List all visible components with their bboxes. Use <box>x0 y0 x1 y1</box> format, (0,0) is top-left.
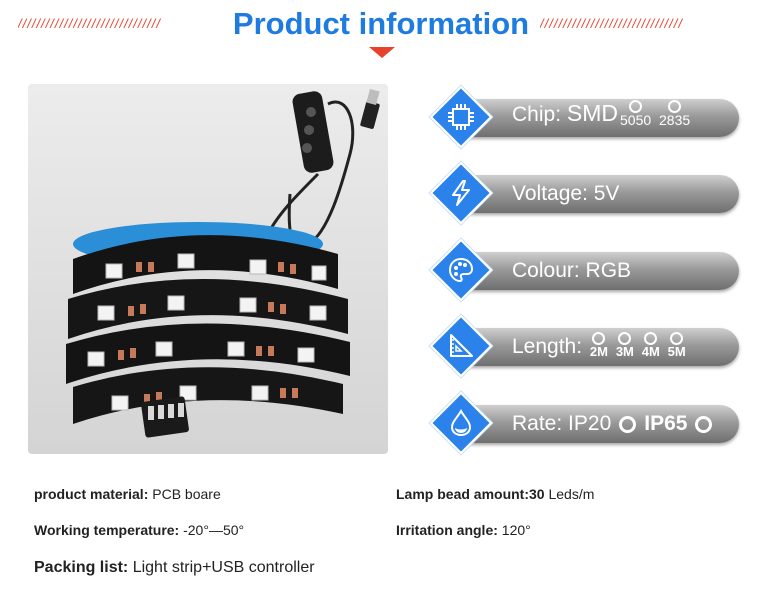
spec-voltage: Voltage: 5V <box>428 160 743 226</box>
spec-bar <box>456 252 739 290</box>
temp-label: Working temperature: <box>34 522 180 538</box>
spec-rate-text: Rate: IP20 IP65 <box>512 412 720 436</box>
spec-colour-label: Colour: <box>512 259 580 282</box>
spec-voltage-value: 5V <box>593 182 620 205</box>
spec-bar <box>456 175 739 213</box>
header-decoration-left: /////////////////////////////// <box>18 16 161 31</box>
spec-rate-label: Rate: <box>512 412 563 435</box>
material-label: product material: <box>34 486 149 502</box>
packing-label: Packing list: <box>34 559 129 576</box>
material-value: PCB boare <box>152 486 221 502</box>
angle-value: 120° <box>501 522 531 538</box>
water-drop-icon <box>432 394 490 452</box>
option-circle <box>695 415 713 433</box>
palette-icon <box>432 241 490 299</box>
option-ip20: IP20 <box>568 412 612 435</box>
option-3m: 3M <box>616 332 634 359</box>
spec-voltage-label: Voltage: <box>512 182 588 205</box>
page-title: Product information <box>232 6 530 41</box>
spec-chip-label: Chip: <box>512 103 562 126</box>
lamp-count: 30 <box>529 486 545 502</box>
packing-value: Light strip+USB controller <box>132 559 315 576</box>
spec-voltage-text: Voltage: 5V <box>512 182 619 206</box>
spec-colour-text: Colour: RGB <box>512 259 631 283</box>
spec-bar <box>456 99 739 137</box>
angle-label: Irritation angle: <box>396 522 498 538</box>
option-2835: 2835 <box>659 100 690 127</box>
product-photo <box>28 84 388 454</box>
option-4m: 4M <box>642 332 660 359</box>
info-angle: Irritation angle: 120° <box>396 522 531 538</box>
lamp-unit: Leds/m <box>548 486 595 502</box>
info-lamp-beads: Lamp bead amount:30 Leds/m <box>396 486 594 502</box>
lightning-icon <box>432 164 490 222</box>
spec-length-text: Length: 2M 3M 4M 5M <box>512 332 686 359</box>
spec-chip-prefix: SMD <box>566 100 618 126</box>
spec-colour: Colour: RGB <box>428 237 743 303</box>
chip-icon <box>432 88 490 146</box>
ruler-triangle-icon <box>432 317 490 375</box>
spec-rate: Rate: IP20 IP65 <box>428 390 743 456</box>
info-temperature: Working temperature: -20°—50° <box>34 522 244 538</box>
title-arrow-icon <box>369 47 395 58</box>
temp-value: -20°—50° <box>183 522 245 538</box>
led-strip-illustration <box>28 84 388 454</box>
lamp-label: Lamp bead amount: <box>396 486 530 502</box>
header-decoration-right: /////////////////////////////// <box>540 16 683 31</box>
option-ip65: IP65 <box>644 412 688 435</box>
option-5m: 5M <box>668 332 686 359</box>
spec-colour-value: RGB <box>585 259 632 282</box>
info-material: product material: PCB boare <box>34 486 221 502</box>
option-circle <box>619 415 637 433</box>
info-packing: Packing list: Light strip+USB controller <box>34 559 315 577</box>
spec-length: Length: 2M 3M 4M 5M <box>428 313 743 379</box>
option-5050: 5050 <box>620 100 651 127</box>
option-2m: 2M <box>590 332 608 359</box>
spec-bar <box>456 405 739 443</box>
spec-length-label: Length: <box>512 335 583 358</box>
